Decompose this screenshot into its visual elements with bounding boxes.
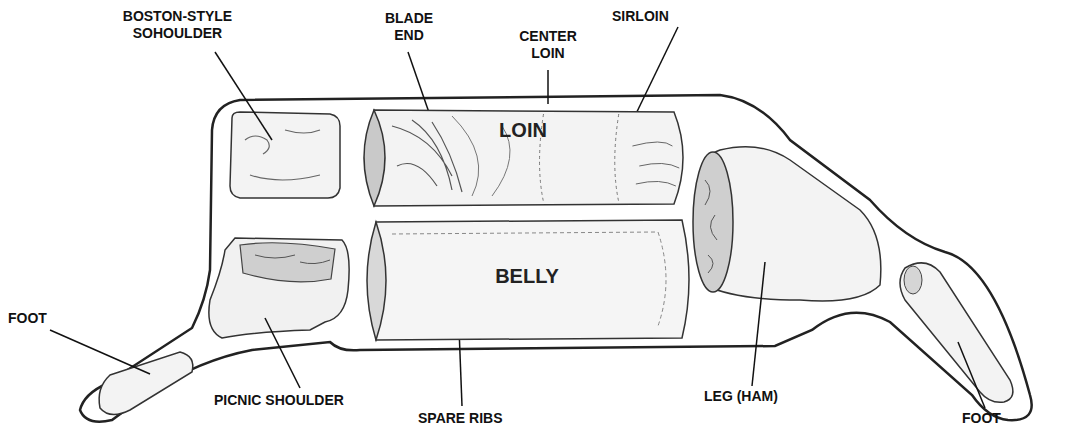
- cut-label: BLADE END: [378, 10, 440, 44]
- cut-title: LOIN: [352, 118, 694, 142]
- cut-label: SIRLOIN: [612, 8, 669, 25]
- cut-label: FOOT: [962, 410, 1001, 427]
- cut-label: LEG (HAM): [704, 388, 778, 405]
- cut-label: SPARE RIBS: [418, 410, 503, 427]
- cut-title: BELLY: [356, 264, 698, 288]
- cut-piece: BELLY: [356, 216, 698, 344]
- cut-label: PICNIC SHOULDER: [214, 392, 344, 409]
- cut-piece: LOIN: [352, 106, 694, 208]
- cut-label: FOOT: [8, 310, 47, 327]
- cut-label: CENTER LOIN: [510, 28, 586, 62]
- cut-label: BOSTON-STYLE SOHOULDER: [110, 8, 245, 42]
